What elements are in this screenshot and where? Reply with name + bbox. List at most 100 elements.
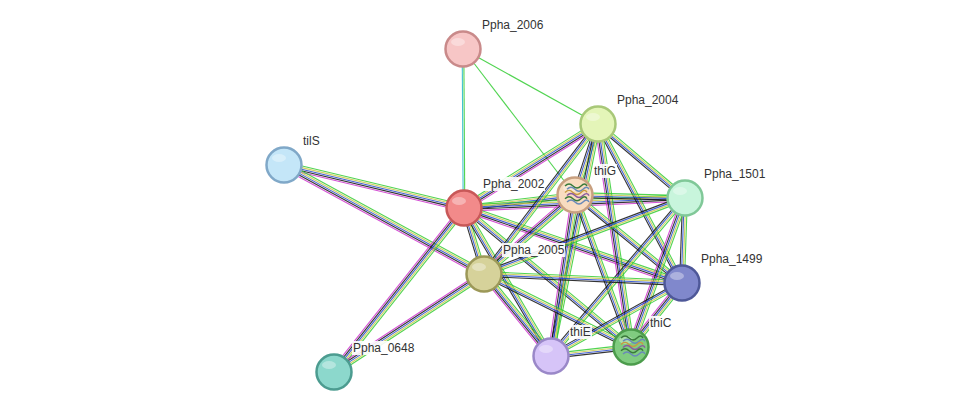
node-highlight: [673, 187, 687, 195]
node-disc: [581, 107, 616, 142]
interaction-edge: [462, 67, 464, 190]
evidence-line: [462, 67, 464, 190]
evidence-line: [344, 221, 452, 357]
evidence-line: [613, 134, 673, 185]
evidence-line: [350, 285, 470, 363]
interaction-edge: [479, 58, 583, 116]
node-disc: [467, 257, 502, 292]
node-disc: [558, 178, 593, 213]
node-highlight: [452, 197, 466, 205]
node-circle: [666, 179, 704, 217]
node-highlight: [272, 154, 286, 162]
evidence-line: [345, 222, 453, 358]
evidence-line: [349, 284, 469, 362]
evidence-line: [502, 277, 664, 284]
protein-node: Ppha_2004: [579, 105, 617, 143]
node-label: Ppha_1499: [700, 252, 763, 266]
evidence-line: [569, 351, 613, 356]
interaction-edge: [569, 347, 614, 357]
evidence-line: [497, 140, 589, 261]
node-label: Ppha_0648: [352, 341, 415, 355]
evidence-line: [680, 216, 682, 265]
node-disc: [317, 355, 352, 390]
evidence-line: [347, 281, 467, 359]
evidence-line: [502, 274, 664, 281]
node-label: thiE: [569, 325, 592, 339]
node-label: Ppha_2002: [482, 177, 545, 191]
evidence-line: [494, 289, 538, 343]
node-highlight: [670, 272, 684, 280]
node-highlight: [472, 263, 486, 271]
node-label: Ppha_2004: [616, 93, 679, 107]
interaction-edge: [593, 193, 667, 200]
evidence-line: [589, 206, 668, 271]
protein-node: Ppha_1501: [666, 179, 704, 217]
node-disc: [267, 148, 302, 183]
evidence-line: [346, 223, 454, 359]
node-disc: [447, 191, 482, 226]
node-highlight: [451, 38, 465, 46]
evidence-line: [301, 171, 469, 263]
node-disc: [534, 339, 569, 374]
node-circle: [532, 337, 570, 375]
node-highlight: [322, 361, 336, 369]
evidence-line: [564, 213, 675, 344]
evidence-line: [351, 287, 471, 365]
node-circle: [444, 30, 482, 68]
protein-node: Ppha_2006: [444, 30, 482, 68]
interaction-edge: [502, 272, 664, 284]
structure-icon: [565, 184, 589, 204]
node-highlight: [539, 345, 553, 353]
node-label: Ppha_1501: [703, 167, 766, 181]
node-disc: [665, 266, 700, 301]
node-disc: [668, 181, 703, 216]
evidence-line: [501, 204, 668, 267]
protein-node: Ppha_0648: [315, 353, 353, 391]
structure-icon: [621, 336, 645, 356]
evidence-line: [479, 58, 583, 116]
interaction-edge: [347, 281, 470, 365]
protein-node: thiG: [556, 176, 594, 214]
evidence-line: [481, 136, 584, 201]
node-circle: [663, 264, 701, 302]
evidence-line: [612, 135, 672, 186]
evidence-line: [493, 290, 537, 344]
node-label: Ppha_2005: [502, 243, 565, 257]
node-label: tilS: [302, 134, 321, 148]
protein-node: Ppha_2002: [445, 189, 483, 227]
evidence-line: [501, 205, 668, 268]
node-circle: [465, 255, 503, 293]
node-circle: [579, 105, 617, 143]
evidence-line: [301, 172, 469, 264]
protein-node: thiC: [612, 328, 650, 366]
interaction-edge: [493, 286, 542, 344]
node-label: thiG: [593, 164, 617, 178]
evidence-line: [463, 67, 465, 190]
evidence-line: [348, 224, 456, 360]
evidence-line: [299, 175, 467, 267]
interaction-edge: [343, 220, 456, 360]
protein-node: Ppha_1499: [663, 264, 701, 302]
node-circle: [445, 189, 483, 227]
evidence-line: [502, 276, 664, 283]
node-circle: [612, 328, 650, 366]
node-disc: [446, 32, 481, 67]
evidence-line: [496, 139, 588, 260]
interaction-edge: [500, 202, 669, 270]
evidence-line: [300, 174, 468, 266]
node-highlight: [586, 113, 600, 121]
protein-node: tilS: [265, 146, 303, 184]
node-circle: [315, 353, 353, 391]
evidence-line: [474, 63, 564, 180]
evidence-line: [593, 198, 667, 200]
interaction-edge: [610, 134, 673, 188]
protein-node: Ppha_2005: [465, 255, 503, 293]
node-label: Ppha_2006: [481, 18, 544, 32]
evidence-line: [298, 176, 466, 268]
node-circle: [265, 146, 303, 184]
evidence-line: [498, 286, 542, 340]
evidence-line: [348, 283, 468, 361]
protein-node: thiE: [532, 337, 570, 375]
